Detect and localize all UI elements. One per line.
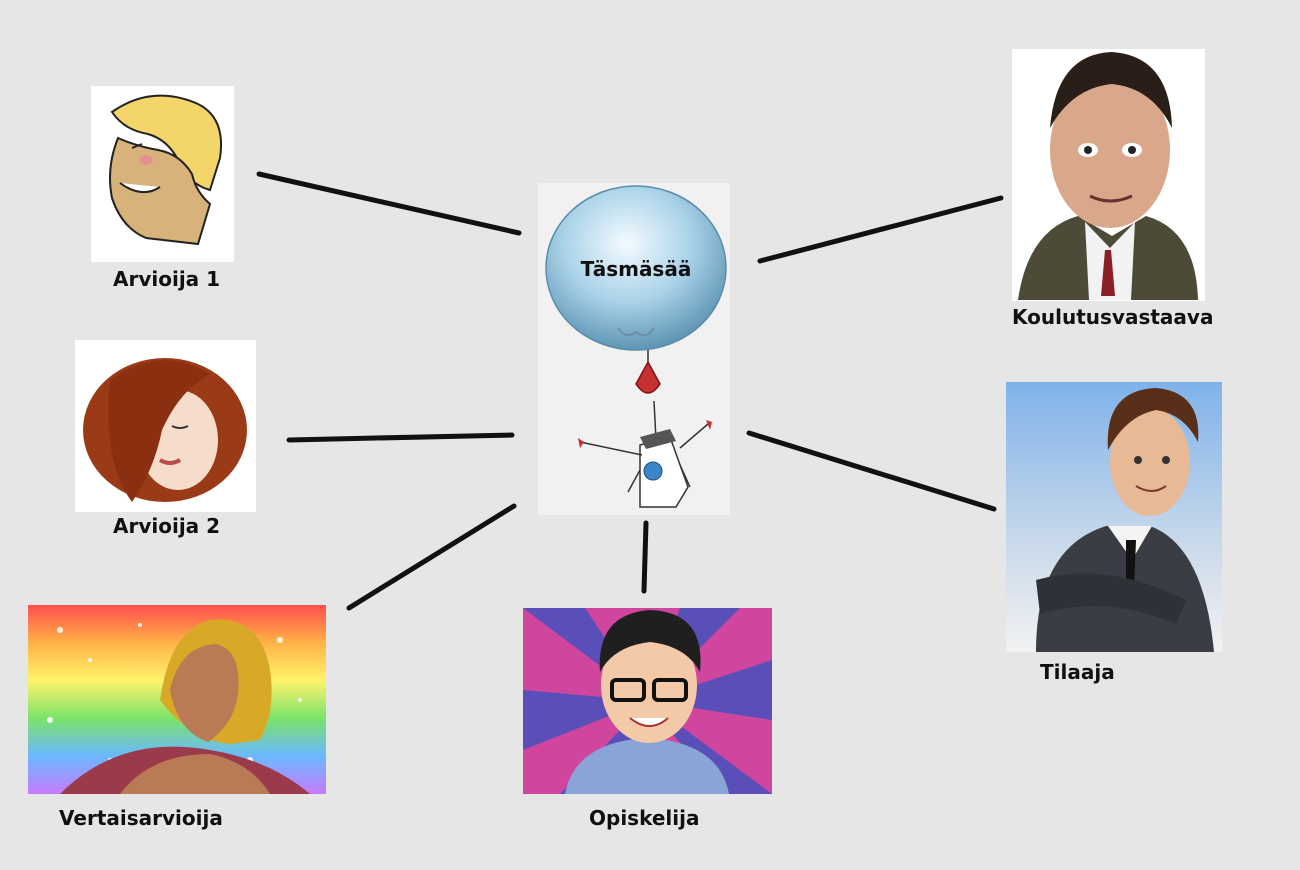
connector-vertaisarvioija <box>346 503 517 611</box>
label-arvioija2: Arvioija 2 <box>113 514 221 538</box>
label-koulutusvastaava: Koulutusvastaava <box>1012 305 1214 329</box>
label-tilaaja: Tilaaja <box>1040 660 1115 684</box>
avatar-opiskelija <box>523 608 772 794</box>
connector-arvioija1 <box>256 171 522 236</box>
connector-opiskelija <box>641 520 649 594</box>
connector-koulutusvastaava <box>757 195 1004 264</box>
label-arvioija1: Arvioija 1 <box>113 267 221 291</box>
balloon-fold <box>617 327 655 337</box>
connector-arvioija2 <box>286 432 515 443</box>
robot-body <box>578 420 712 508</box>
connector-tilaaja <box>746 430 997 512</box>
center-label: Täsmäsää <box>581 257 692 281</box>
parachute-basket <box>635 360 661 394</box>
label-opiskelija: Opiskelija <box>589 806 700 830</box>
avatar-arvioija1 <box>91 86 234 262</box>
connectors <box>256 171 1004 611</box>
avatar-vertaisarvioija <box>28 605 326 794</box>
center-hub: Täsmäsää <box>538 183 730 515</box>
avatar-arvioija2 <box>75 340 256 512</box>
avatar-tilaaja <box>1006 382 1222 652</box>
balloon <box>545 185 727 351</box>
label-vertaisarvioija: Vertaisarvioija <box>59 806 223 830</box>
avatar-koulutusvastaava <box>1012 49 1205 301</box>
